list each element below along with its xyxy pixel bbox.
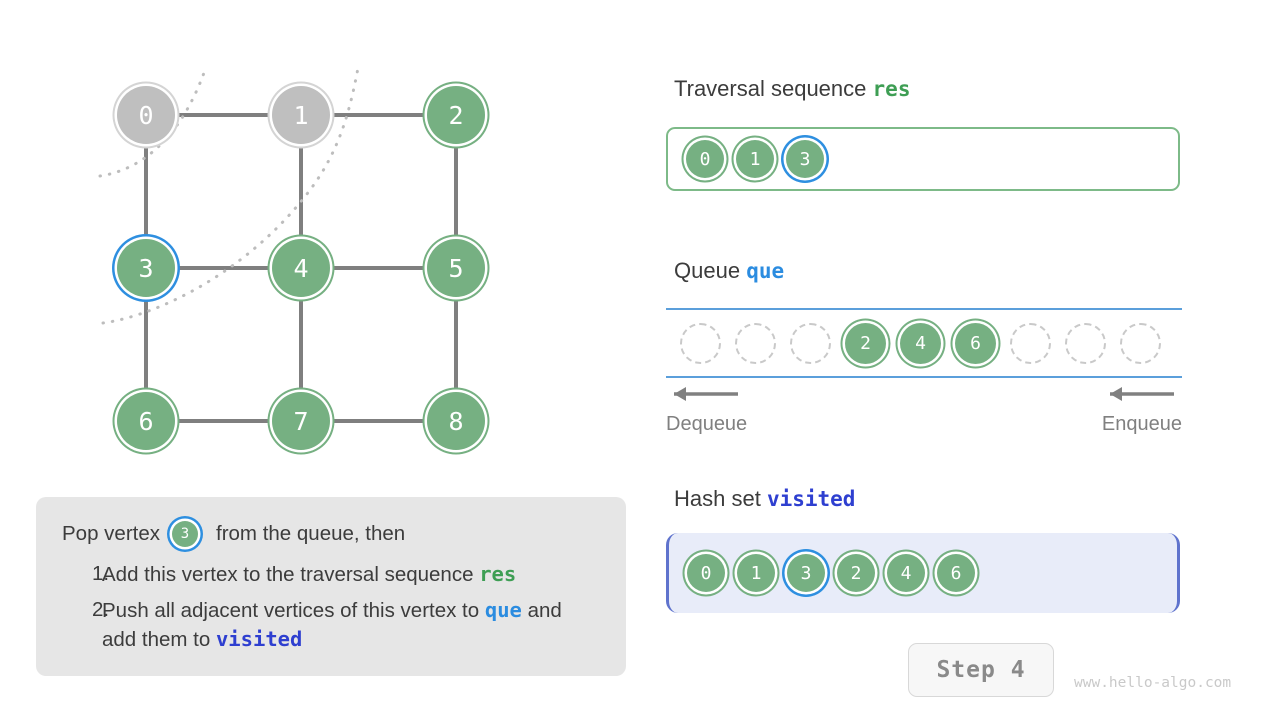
enqueue-label: Enqueue (1101, 413, 1182, 435)
caption-step-text-before: Add this vertex to the traversal sequenc… (102, 563, 480, 586)
caption-step-number: 1. (92, 562, 110, 585)
caption-step-item: 1. Add this vertex to the traversal sequ… (62, 560, 600, 589)
hash-item-0: 0 (687, 554, 725, 592)
queue-section-title: Queue que (674, 258, 784, 284)
hash-section-title: Hash set visited (674, 486, 855, 512)
caption-line1-after: from the queue, then (216, 522, 406, 545)
queue-title-code: que (746, 259, 785, 283)
queue-slot-5: 6 (955, 322, 996, 364)
caption-line-1: Pop vertex 3 from the queue, then (62, 517, 600, 551)
queue-slot-2 (790, 322, 831, 364)
code-que: que (484, 598, 522, 622)
res-item-0: 0 (686, 140, 724, 178)
graph-node-5[interactable]: 5 (427, 239, 485, 297)
caption-step-text: Push all adjacent vertices of this verte… (102, 596, 600, 654)
caption-steps-list: 1. Add this vertex to the traversal sequ… (62, 560, 600, 654)
res-item-2: 3 (786, 140, 824, 178)
queue-slot-4: 4 (900, 322, 941, 364)
dequeue-label: Dequeue (666, 413, 748, 435)
graph-node-0[interactable]: 0 (117, 86, 175, 144)
queue-slot-1 (735, 322, 776, 364)
caption-box: Pop vertex 3 from the queue, then 1. Add… (36, 497, 626, 676)
hash-title-code: visited (766, 487, 856, 511)
res-title-code: res (872, 77, 911, 101)
watermark: www.hello-algo.com (1074, 675, 1232, 691)
caption-line1-before: Pop vertex (62, 522, 160, 545)
queue-direction-labels: Dequeue Enqueue (666, 413, 1182, 436)
hash-title-plain: Hash set (674, 486, 761, 511)
hash-item-3: 2 (837, 554, 875, 592)
queue-slot-7 (1065, 322, 1106, 364)
bfs-frontier-curves (98, 66, 360, 325)
hash-item-5: 6 (937, 554, 975, 592)
queue-slot-8 (1120, 322, 1161, 364)
caption-step-number: 2. (92, 598, 110, 621)
caption-step-item: 2. Push all adjacent vertices of this ve… (62, 596, 600, 654)
queue-slot-0 (680, 322, 721, 364)
res-section-title: Traversal sequence res (674, 76, 910, 102)
graph-node-3[interactable]: 3 (117, 239, 175, 297)
frontier-curve-1 (98, 68, 207, 178)
caption-step-text: Add this vertex to the traversal sequenc… (102, 560, 516, 589)
queue-slot-6 (1010, 322, 1051, 364)
hash-item-2: 3 (787, 554, 825, 592)
step-badge: Step 4 (908, 643, 1054, 697)
queue-arrows (674, 387, 1174, 401)
code-visited: visited (215, 627, 303, 651)
graph-node-8[interactable]: 8 (427, 392, 485, 450)
hash-item-4: 4 (887, 554, 925, 592)
code-res: res (479, 562, 517, 586)
graph-node-1[interactable]: 1 (272, 86, 330, 144)
caption-step-text-before: Push all adjacent vertices of this verte… (102, 599, 485, 622)
graph-node-2[interactable]: 2 (427, 86, 485, 144)
queue-title-plain: Queue (674, 258, 741, 283)
graph-node-4[interactable]: 4 (272, 239, 330, 297)
dequeue-arrow-head (674, 387, 686, 401)
caption-inline-node: 3 (172, 521, 198, 547)
hash-item-1: 1 (737, 554, 775, 592)
enqueue-arrow-head (1110, 387, 1122, 401)
graph-node-6[interactable]: 6 (117, 392, 175, 450)
res-title-plain: Traversal sequence (674, 76, 867, 101)
caption-step-text-mid: and add them to (102, 599, 562, 651)
graph-panel: 0 1 2 3 4 5 6 7 8 (0, 0, 640, 490)
queue-slot-3: 2 (845, 322, 886, 364)
graph-node-7[interactable]: 7 (272, 392, 330, 450)
res-item-1: 1 (736, 140, 774, 178)
